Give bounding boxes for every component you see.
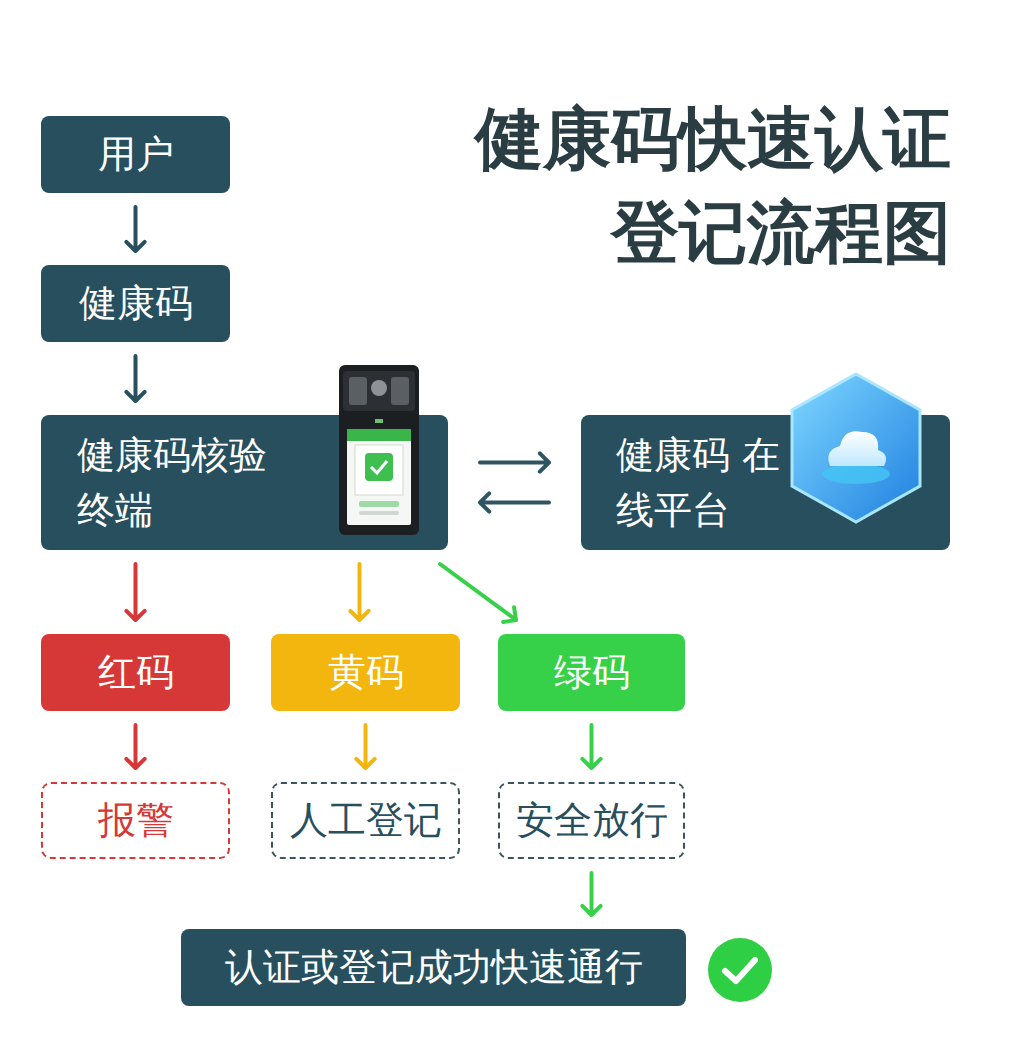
- node-label: 绿码: [554, 645, 630, 700]
- process-box: 用户: [41, 116, 230, 193]
- node-label: 用户: [98, 127, 174, 182]
- process-box: 健康码: [41, 265, 230, 342]
- flow-arrow: [356, 725, 374, 768]
- node-label: 报警: [98, 793, 174, 848]
- arrow-line: [126, 207, 144, 251]
- process-box: 黄码: [271, 634, 460, 711]
- node-label: 健康码核验 终端: [77, 427, 292, 537]
- diagram-title: 健康码快速认证 登记流程图: [411, 92, 951, 280]
- node-label: 健康码 在线平台: [616, 427, 791, 537]
- flow-arrow: [582, 873, 600, 915]
- arrow-line: [440, 564, 516, 622]
- process-box: 报警: [41, 782, 230, 859]
- component-box: 健康码核验 终端: [41, 415, 448, 550]
- arrow-line: [582, 873, 600, 915]
- terminal-device: [337, 365, 421, 537]
- component-box: 健康码 在线平台: [581, 415, 950, 550]
- arrow-line: [582, 725, 600, 768]
- flow-arrow: [126, 564, 144, 620]
- process-box: 红码: [41, 634, 230, 711]
- node-label: 人工登记: [290, 793, 442, 848]
- flow-arrow: [126, 207, 144, 251]
- arrow-line: [126, 356, 144, 401]
- flow-arrow: [126, 725, 144, 768]
- process-box: 认证或登记成功快速通行: [181, 929, 686, 1006]
- check-icon: [705, 935, 775, 1005]
- arrow-line: [480, 453, 549, 471]
- arrow-line: [350, 564, 368, 620]
- cloud-icon: [786, 370, 926, 530]
- process-box: 人工登记: [271, 782, 460, 859]
- flow-arrow: [126, 356, 144, 401]
- node-label: 认证或登记成功快速通行: [225, 940, 643, 995]
- arrow-line: [126, 564, 144, 620]
- flow-arrow: [480, 453, 549, 471]
- node-label: 红码: [98, 645, 174, 700]
- arrow-line: [356, 725, 374, 768]
- arrow-line: [480, 493, 549, 511]
- process-box: 安全放行: [498, 782, 685, 859]
- flow-arrow: [480, 493, 549, 511]
- node-label: 黄码: [328, 645, 404, 700]
- node-label: 安全放行: [516, 793, 668, 848]
- arrow-line: [126, 725, 144, 768]
- flow-arrow: [440, 564, 516, 622]
- flow-arrow: [350, 564, 368, 620]
- process-box: 绿码: [498, 634, 685, 711]
- flow-arrow: [582, 725, 600, 768]
- node-label: 健康码: [79, 276, 193, 331]
